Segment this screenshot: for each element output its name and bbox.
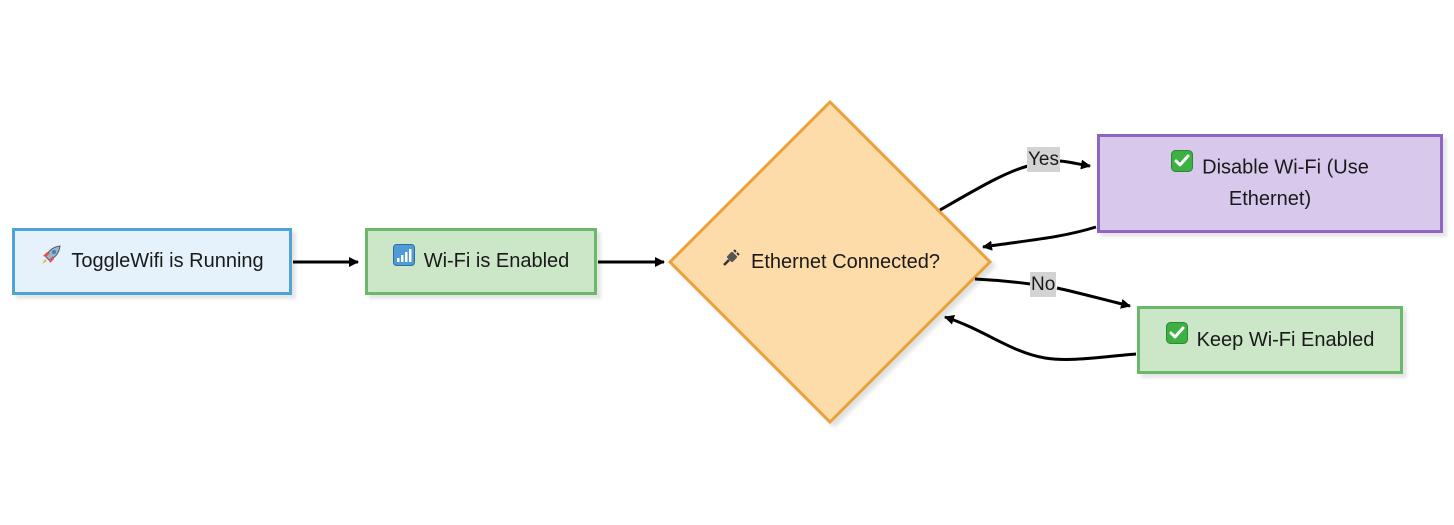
disable-wifi-node: Disable Wi-Fi (Use Ethernet) (1097, 134, 1443, 233)
edge-label-yes: Yes (1027, 147, 1060, 172)
edge-yes-to-disable (939, 161, 1090, 212)
decision-label: Ethernet Connected? (750, 250, 941, 273)
decision-diamond (667, 99, 993, 425)
decision-node: Ethernet Connected? (700, 246, 960, 278)
start-node-label: ToggleWifi is Running (71, 250, 264, 272)
check-mark-icon (1171, 150, 1194, 182)
plug-icon (720, 247, 742, 275)
edge-disable-back-to-decision (982, 225, 1097, 251)
disable-wifi-label: Disable Wi-Fi (Use Ethernet) (1202, 156, 1369, 210)
edge-label-no: No (1030, 272, 1057, 297)
edge-no-to-keep (974, 277, 1130, 306)
check-mark-icon (1165, 322, 1188, 354)
keep-wifi-node: Keep Wi-Fi Enabled (1137, 306, 1403, 374)
keep-wifi-label: Keep Wi-Fi Enabled (1196, 328, 1375, 351)
wifi-enabled-node: Wi-Fi is Enabled (365, 228, 597, 295)
edge-keep-back-to-decision (944, 315, 1137, 361)
start-node: ToggleWifi is Running (12, 228, 292, 295)
signal-bars-icon (392, 243, 415, 276)
wifi-enabled-label: Wi-Fi is Enabled (423, 250, 570, 272)
rocket-icon (40, 244, 62, 276)
